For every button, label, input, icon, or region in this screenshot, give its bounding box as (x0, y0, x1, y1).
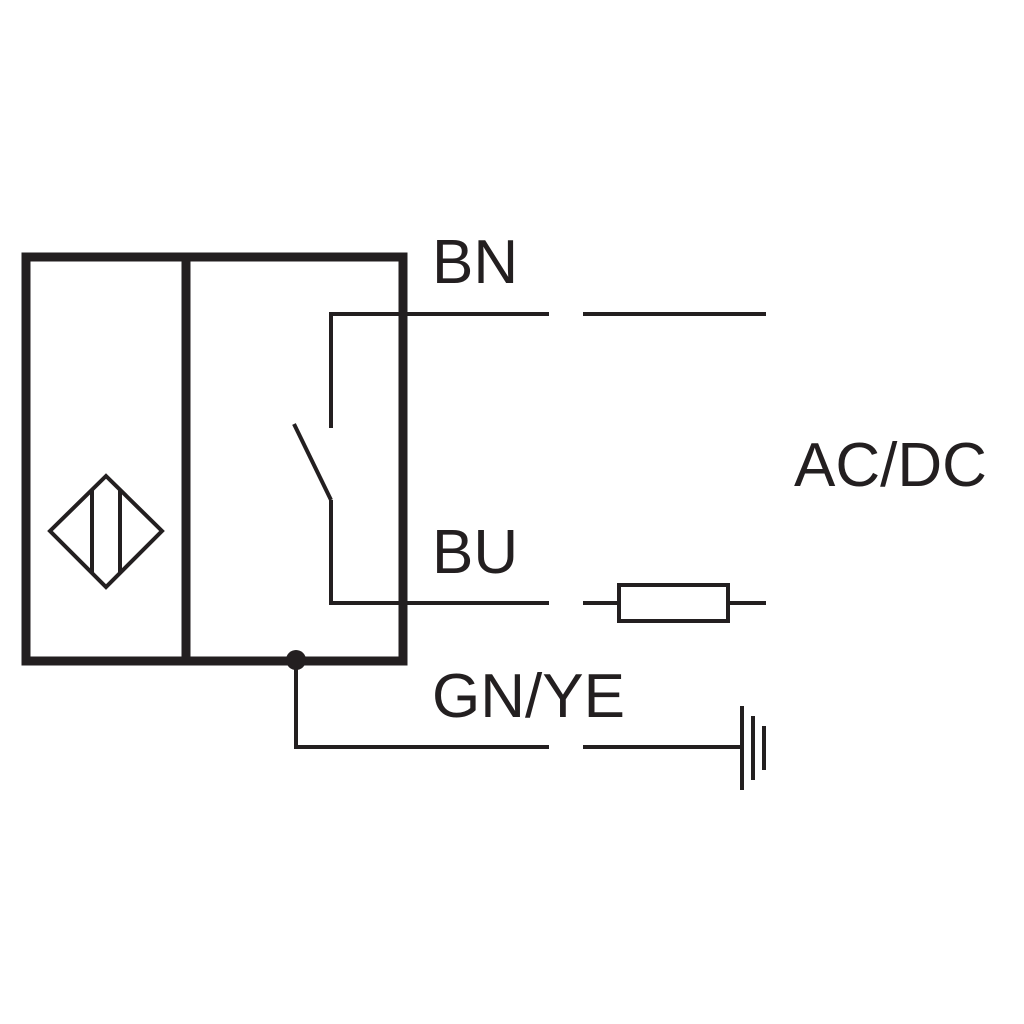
blue-wire (583, 583, 766, 623)
label-bn: BN (432, 228, 518, 297)
housing-outline (21, 252, 408, 666)
label-supply: AC/DC (794, 431, 987, 500)
earth-ground-icon (740, 706, 766, 790)
ground-wire (286, 650, 742, 749)
normally-open-contact-icon (292, 312, 549, 605)
load-resistor-icon (617, 583, 730, 623)
label-bu: BU (432, 518, 518, 587)
inductive-sensor-icon (47, 473, 165, 590)
label-gn-ye: GN/YE (432, 662, 625, 731)
sensor-housing (21, 252, 408, 666)
